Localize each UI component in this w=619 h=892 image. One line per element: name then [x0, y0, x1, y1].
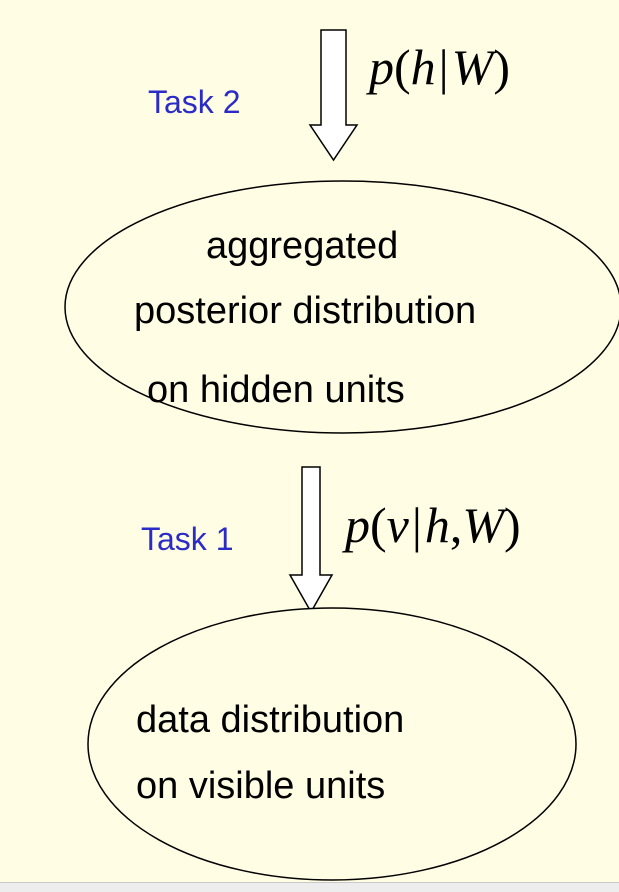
visible-ellipse-line2: on visible units [136, 765, 386, 807]
formula-p: p [369, 39, 394, 95]
hidden-ellipse-line3: on hidden units [147, 369, 405, 411]
formula-open-paren: ( [370, 497, 387, 553]
task1-formula: p(v|h,W) [345, 500, 521, 550]
formula-bar: | [438, 39, 449, 95]
task1-label: Task 1 [141, 521, 234, 557]
task2-down-arrow [308, 29, 359, 162]
formula-open-paren: ( [394, 39, 411, 95]
formula-bar: | [411, 497, 422, 553]
window-bottom-edge [0, 882, 619, 892]
hidden-ellipse-line2: posterior distribution [134, 290, 477, 332]
hidden-units-ellipse [64, 180, 619, 434]
formula-close-paren: ) [493, 39, 510, 95]
formula-given-h: h [424, 497, 450, 553]
formula-var-h: h [410, 39, 436, 95]
visible-ellipse-line1: data distribution [136, 699, 405, 741]
formula-comma: , [449, 497, 463, 553]
formula-p: p [345, 497, 370, 553]
formula-given-w: W [462, 497, 505, 553]
task1-down-arrow [288, 466, 334, 614]
hidden-ellipse-line1: aggregated [206, 225, 399, 267]
visible-units-ellipse [87, 607, 577, 881]
formula-given-w: W [451, 39, 494, 95]
formula-close-paren: ) [504, 497, 521, 553]
task2-label: Task 2 [148, 84, 241, 120]
formula-var-v: v [386, 497, 409, 553]
task2-formula: p(h|W) [369, 42, 510, 92]
